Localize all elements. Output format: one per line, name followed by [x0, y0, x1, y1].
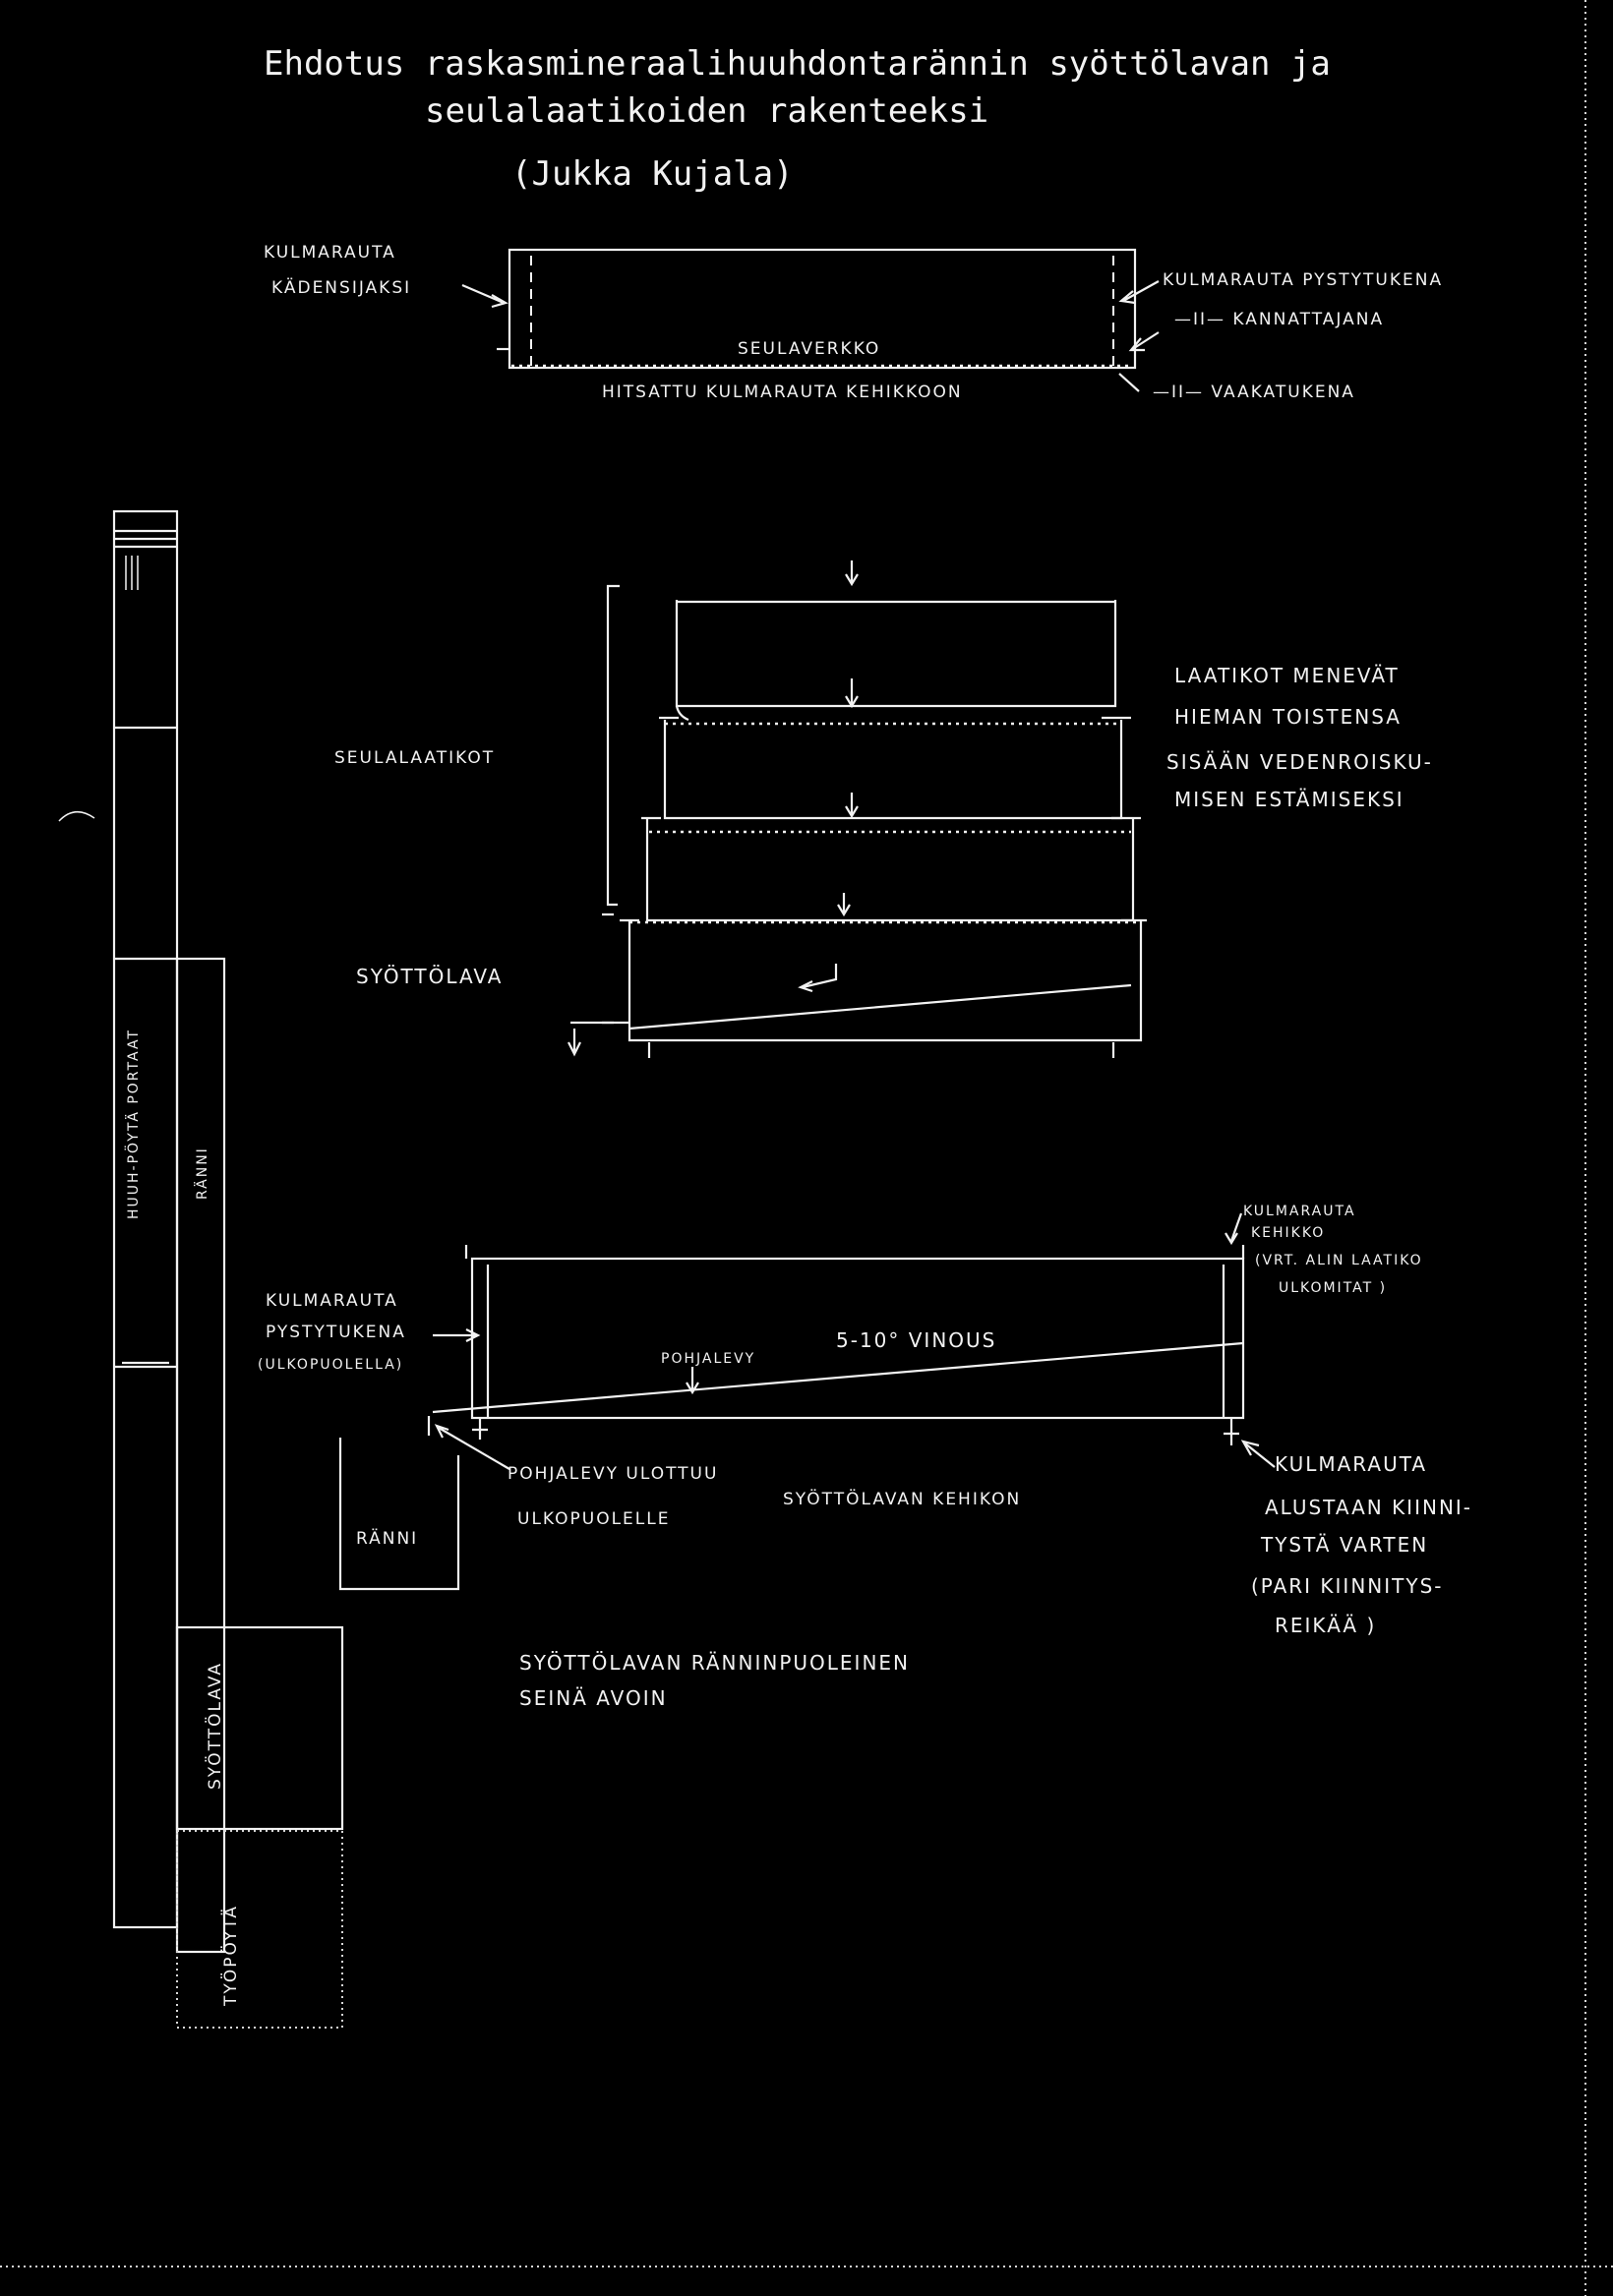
middle-sieve-box: [663, 720, 1123, 820]
feeder-sloped-plate: [628, 983, 1132, 1030]
down-arrow: [845, 678, 859, 709]
detail-br-4: (PARI KIINNITYS-: [1251, 1574, 1444, 1598]
detail-left-3: (ULKOPUOLELLA): [258, 1357, 403, 1373]
sieve-frame-outline: [508, 248, 1137, 370]
frame-pointer: [1225, 1212, 1243, 1246]
detail-right-1: KULMARAUTA: [1243, 1204, 1356, 1219]
detail-left-1: KULMARAUTA: [266, 1291, 398, 1311]
note-line-3: SISÄÄN VEDENROISKU-: [1166, 750, 1433, 774]
label-welded-frame: HITSATTU KULMARAUTA KEHIKKOON: [602, 383, 963, 402]
detail-br-1: KULMARAUTA: [1275, 1452, 1427, 1476]
stair-column: [112, 509, 179, 1929]
detail-br-2: ALUSTAAN KIINNI-: [1265, 1496, 1472, 1519]
label-seulalaatikot: SEULALAATIKOT: [334, 748, 495, 768]
note-line-1: LAATIKOT MENEVÄT: [1174, 664, 1400, 687]
note-line-4: MISEN ESTÄMISEKSI: [1174, 788, 1404, 811]
flow-arrow: [802, 964, 838, 989]
detail-bottom-2: ULKOPUOLELLE: [517, 1509, 670, 1529]
title-block: Ehdotus raskasmineraalihuuhdontarännin s…: [264, 44, 1331, 194]
title-author: (Jukka Kujala): [511, 154, 794, 194]
title-line-2: seulalaatikoiden rakenteeksi: [425, 91, 988, 131]
mount-pointer: [1240, 1440, 1276, 1468]
left-handle-arrow: [461, 283, 508, 309]
outflow-arrow: [568, 1029, 581, 1057]
note-line-2: HIEMAN TOISTENSA: [1174, 705, 1402, 729]
label-kadensijaksi: KÄDENSIJAKSI: [271, 277, 411, 298]
label-syottolava-stack: SYÖTTÖLAVA: [356, 965, 503, 988]
overhang-pointer: [434, 1424, 510, 1470]
ranni-detail: [338, 1438, 460, 1591]
down-arrow: [837, 893, 851, 917]
detail-slope: 5-10° VINOUS: [836, 1328, 996, 1352]
stray-mark: [58, 811, 95, 822]
feeder-detail-drawing: RÄNNI KULMARAUTA PYSTYTUKENA (ULKOPUOLEL…: [258, 1204, 1472, 1710]
plate-pointer: [686, 1367, 699, 1395]
tyopoyta-box: [176, 1830, 343, 2029]
box-lip: [675, 705, 689, 722]
label-horizontal: —II— VAAKATUKENA: [1153, 383, 1355, 402]
down-arrow: [845, 560, 859, 587]
plan-view-column: HUUH-PÖYTÄ PORTAAT RÄNNI SYÖTTÖLAVA TYÖP…: [58, 509, 344, 2029]
label-tyopoyta: TYÖPÖYTÄ: [219, 1905, 241, 2007]
upper-sieve-box: [675, 600, 1117, 708]
label-portaat: HUUH-PÖYTÄ PORTAAT: [124, 1029, 142, 1219]
sieve-frame-drawing: KULMARAUTA KÄDENSIJAKSI SEULAVERKKO HITS…: [264, 243, 1443, 402]
wall-note-1: SYÖTTÖLAVAN RÄNNINPUOLEINEN: [519, 1651, 910, 1675]
sieve-box-bracket: [606, 584, 620, 907]
lower-sieve-box: [645, 818, 1135, 922]
label-ranni-detail: RÄNNI: [356, 1528, 418, 1549]
right-foot: [1224, 1418, 1239, 1445]
detail-left-2: PYSTYTUKENA: [266, 1323, 406, 1342]
ranni-column: [175, 957, 226, 1954]
title-line-1: Ehdotus raskasmineraalihuuhdontarännin s…: [264, 44, 1331, 84]
detail-pohjalevy: POHJALEVY: [661, 1351, 755, 1367]
frame-top-ticks: [464, 1245, 1245, 1259]
syottolava-box: [175, 1625, 344, 1831]
detail-br-3: TYSTÄ VARTEN: [1260, 1533, 1428, 1557]
label-upright: KULMARAUTA PYSTYTUKENA: [1163, 270, 1443, 290]
wall-note-2: SEINÄ AVOIN: [519, 1686, 668, 1710]
stacked-boxes-drawing: SEULALAATIKOT SYÖTTÖLAVA LAATIKOT MENEVÄ…: [334, 560, 1433, 1058]
detail-br-5: REIKÄÄ ): [1275, 1614, 1376, 1637]
label-seulaverkko: SEULAVERKKO: [738, 339, 880, 359]
left-foot: [472, 1418, 488, 1440]
detail-right-4: ULKOMITAT ): [1279, 1280, 1387, 1296]
upright-pointer: [433, 1328, 481, 1342]
feeder-feet: [570, 1021, 1115, 1058]
detail-bottom-3: SYÖTTÖLAVAN KEHIKON: [783, 1488, 1021, 1509]
upright-arrow: [1118, 280, 1160, 305]
label-kulmarauta-handle: KULMARAUTA: [264, 243, 396, 263]
label-ranni-column: RÄNNI: [193, 1147, 210, 1200]
down-arrow: [845, 793, 859, 819]
support-arrow: [1128, 331, 1160, 352]
horizontal-arrow: [1118, 373, 1140, 392]
detail-bottom-1: POHJALEVY ULOTTUU: [508, 1464, 718, 1484]
label-carrier: —II— KANNATTAJANA: [1174, 310, 1384, 329]
feeder-bracket: [602, 913, 614, 1025]
flow-arrowhead: [798, 980, 813, 993]
feeder-table-box: [627, 920, 1143, 1042]
label-syottolava-column: SYÖTTÖLAVA: [204, 1662, 225, 1790]
detail-right-3: (VRT. ALIN LAATIKO: [1255, 1253, 1423, 1268]
detail-right-2: KEHIKKO: [1251, 1225, 1325, 1241]
bottom-plate: [432, 1341, 1244, 1414]
